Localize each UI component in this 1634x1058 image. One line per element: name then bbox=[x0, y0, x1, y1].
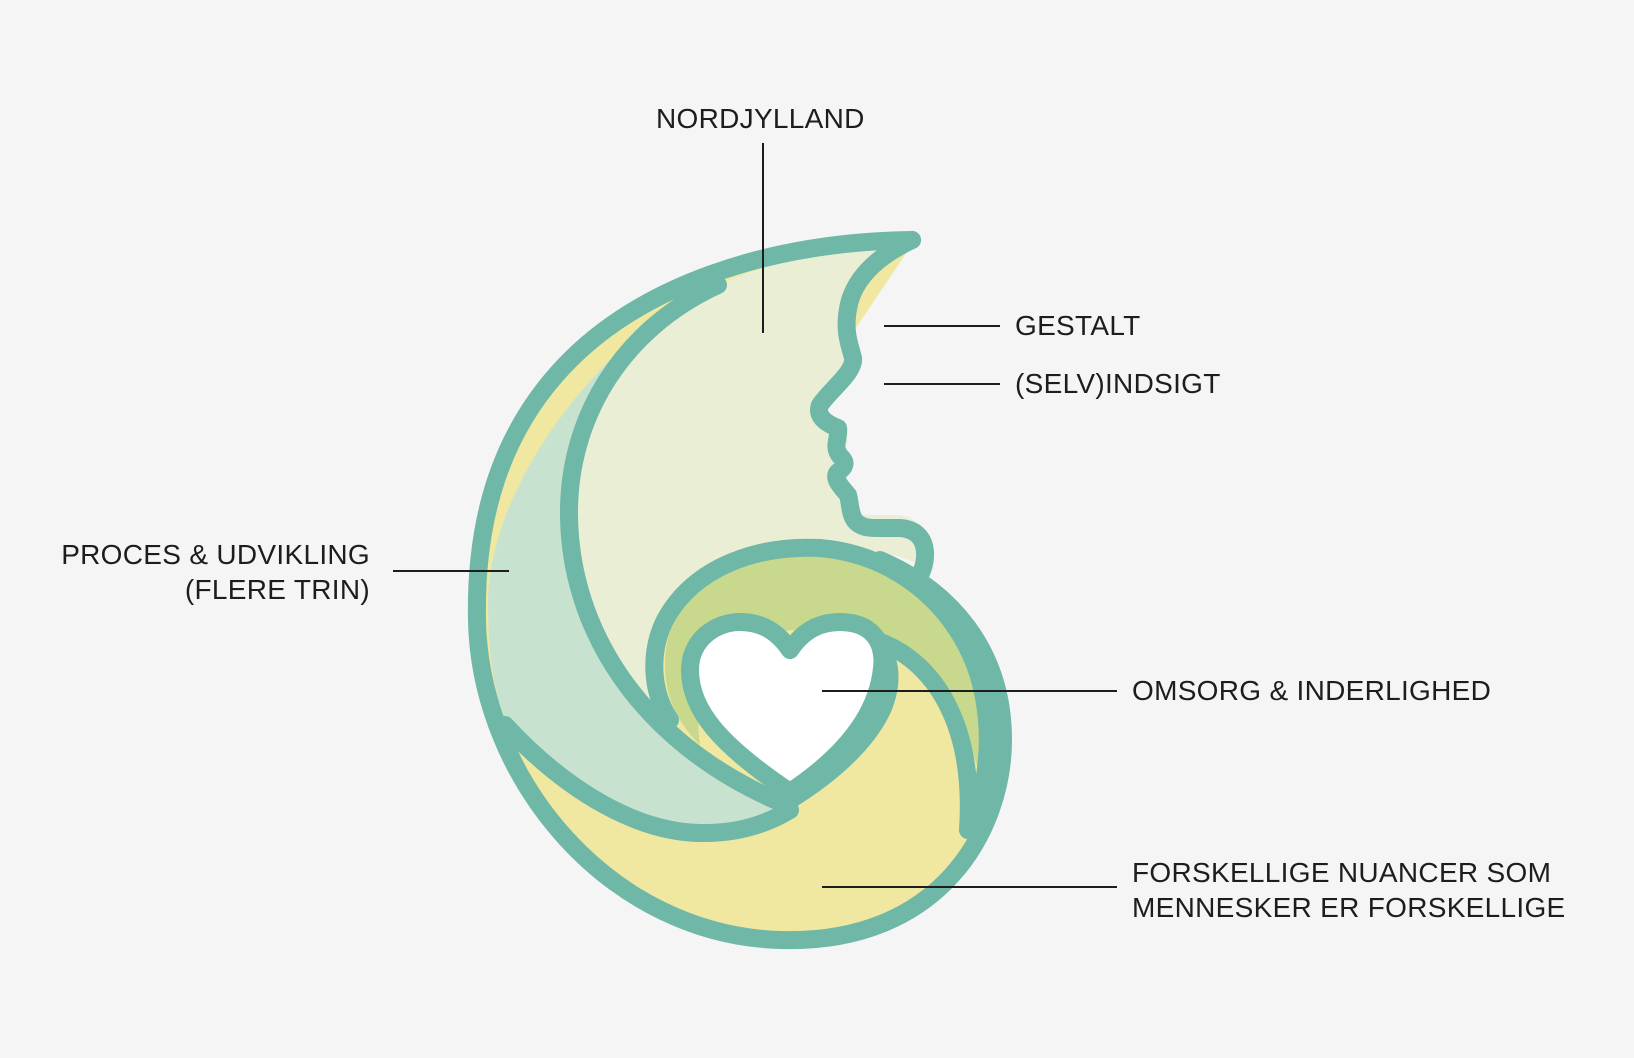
leaf-lower-edge bbox=[496, 716, 799, 843]
leader-nordjylland bbox=[762, 143, 764, 333]
label-proces-line1: PROCES & UDVIKLING bbox=[61, 539, 370, 570]
label-proces-line2: (FLERE TRIN) bbox=[184, 574, 370, 605]
label-gestalt-text: GESTALT bbox=[1015, 310, 1141, 341]
face-outline bbox=[810, 231, 935, 584]
leader-gestalt bbox=[884, 325, 1000, 327]
leader-nuancer bbox=[822, 886, 1117, 888]
swirl-outer bbox=[645, 538, 997, 829]
label-selvindsigt: (SELV)INDSIGT bbox=[1015, 366, 1221, 401]
leader-proces bbox=[393, 570, 509, 572]
label-nuancer: FORSKELLIGE NUANCER SOM MENNESKER ER FOR… bbox=[1132, 855, 1566, 925]
leader-selvindsigt bbox=[884, 383, 1000, 385]
label-nuancer-line2: MENNESKER ER FORSKELLIGE bbox=[1132, 892, 1566, 923]
label-selvindsigt-text: (SELV)INDSIGT bbox=[1015, 368, 1221, 399]
label-nordjylland: NORDJYLLAND bbox=[656, 101, 865, 136]
leaf-inner-edge bbox=[559, 276, 784, 809]
label-nuancer-line1: FORSKELLIGE NUANCER SOM bbox=[1132, 857, 1552, 888]
label-nordjylland-text: NORDJYLLAND bbox=[656, 103, 865, 134]
leader-omsorg bbox=[822, 690, 1117, 692]
heart-shape bbox=[681, 613, 892, 801]
outer-outline bbox=[467, 231, 1012, 950]
label-proces: PROCES & UDVIKLING (FLERE TRIN) bbox=[40, 537, 370, 607]
wave-band bbox=[665, 545, 997, 800]
label-omsorg: OMSORG & INDERLIGHED bbox=[1132, 673, 1491, 708]
label-omsorg-text: OMSORG & INDERLIGHED bbox=[1132, 675, 1492, 706]
head-profile bbox=[569, 240, 925, 730]
label-gestalt: GESTALT bbox=[1015, 308, 1141, 343]
